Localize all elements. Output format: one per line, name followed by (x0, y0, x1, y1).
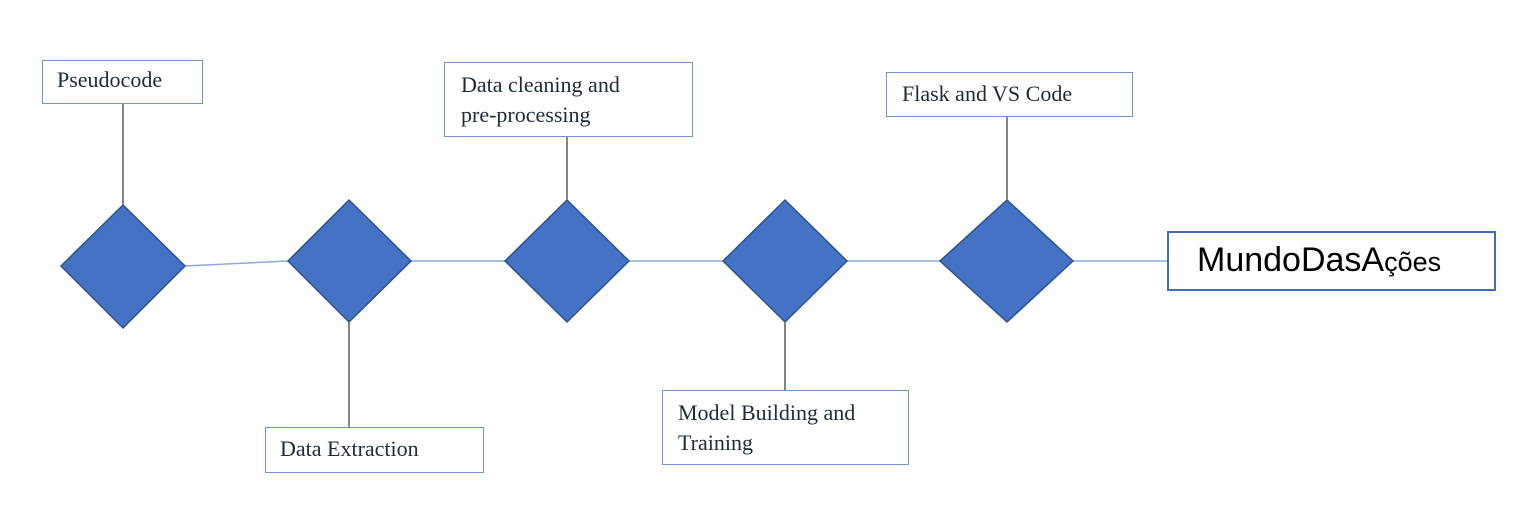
label-model-building: Model Building and Training (662, 390, 909, 465)
connector-1-2 (184, 260, 289, 267)
label-data-extraction: Data Extraction (265, 427, 484, 473)
label-flask-vscode: Flask and VS Code (886, 72, 1133, 117)
label-model-building-line-2: Training (678, 430, 753, 455)
end-node-mundodasacoes: MundoDasAções (1167, 231, 1496, 291)
label-data-extraction-line-1: Data Extraction (280, 436, 419, 461)
label-flask-vscode-line-1: Flask and VS Code (902, 81, 1073, 106)
step-diamond-flask-vscode (938, 198, 1075, 324)
label-model-building-line-1: Model Building and (678, 400, 856, 425)
label-data-cleaning: Data cleaning and pre-processing (444, 62, 693, 137)
label-data-cleaning-line-1: Data cleaning and (461, 72, 620, 97)
label-pseudocode-line-1: Pseudocode (57, 67, 163, 92)
step-diamond-data-cleaning (503, 198, 631, 324)
step-diamond-model-building (721, 198, 849, 324)
step-diamond-data-extraction (286, 198, 413, 324)
label-pseudocode: Pseudocode (42, 60, 203, 104)
label-data-cleaning-line-2: pre-processing (461, 102, 591, 127)
end-node-label-main: MundoDasA (1197, 241, 1385, 279)
step-diamond-pseudocode (59, 203, 187, 330)
end-node-label-suffix: ções (1384, 247, 1442, 277)
